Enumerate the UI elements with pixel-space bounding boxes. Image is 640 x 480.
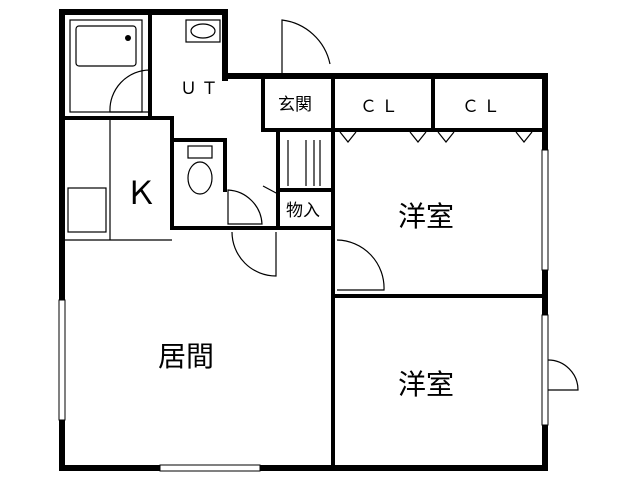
bathtub: [69, 19, 143, 113]
room-label-western-room-1: 洋室: [398, 200, 454, 233]
interior-walls: [60, 10, 547, 470]
room-label-genkan: 玄関: [278, 95, 312, 115]
room-label-cl-2: ＣＬ: [462, 97, 504, 117]
closet-markers: [339, 131, 533, 143]
toilet: [187, 145, 213, 195]
windows: [58, 149, 549, 472]
room-label-western-room-2: 洋室: [398, 368, 454, 401]
room-label-ut: ＵＴ: [180, 79, 222, 99]
room-label-storage: 物入: [286, 201, 320, 221]
doors: [109, 19, 579, 391]
room-label-living: 居間: [158, 340, 214, 373]
room-label-kitchen: Ｋ: [125, 174, 157, 212]
detail-lines: [62, 118, 321, 241]
room-label-cl-1: ＣＬ: [360, 97, 402, 117]
washbasin: [185, 19, 221, 43]
